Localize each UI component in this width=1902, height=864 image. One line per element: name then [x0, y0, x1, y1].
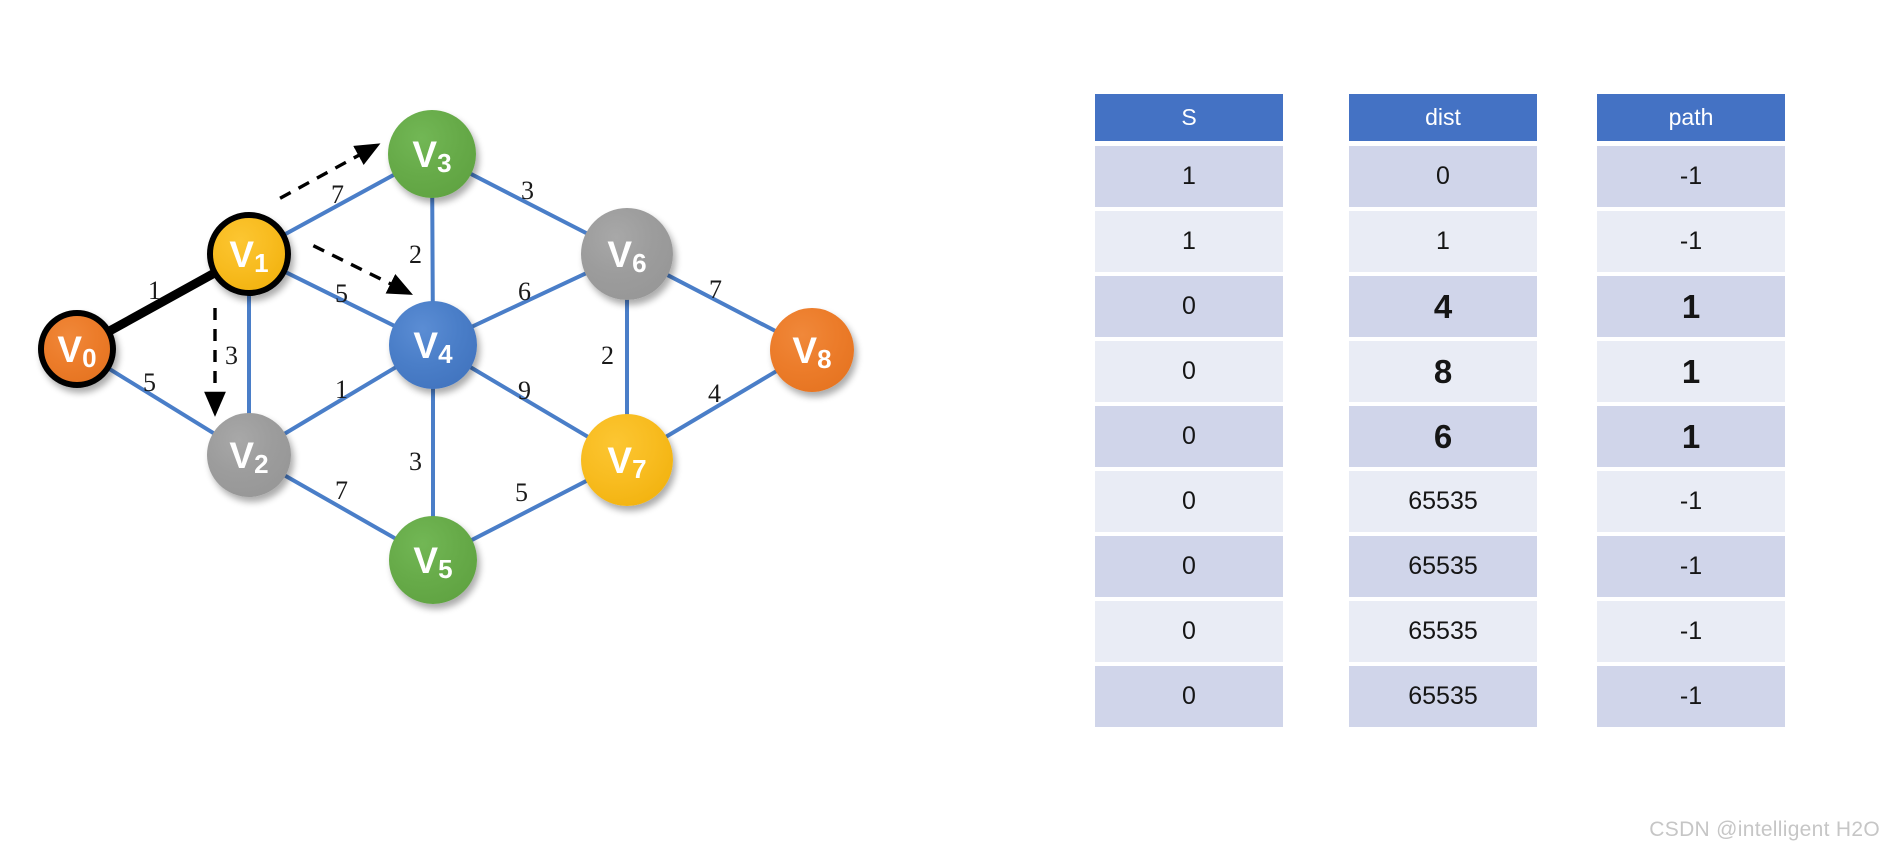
- table-cell-path-5: -1: [1597, 471, 1785, 532]
- table-cell-dist-5: 65535: [1349, 471, 1537, 532]
- table-cell-dist-1: 1: [1349, 211, 1537, 272]
- table-cell-path-8: -1: [1597, 666, 1785, 727]
- edge-weight-v1-v4: 5: [335, 279, 348, 308]
- edge-v0-v2: [105, 365, 218, 437]
- edge-weight-v3-v6: 3: [521, 176, 534, 205]
- node-label: V: [607, 233, 633, 275]
- table-cell-S-8: 0: [1095, 666, 1283, 727]
- node-index: 5: [438, 554, 453, 584]
- table-cell-path-1: -1: [1597, 211, 1785, 272]
- table-cell-path-3: 1: [1597, 341, 1785, 402]
- node-index: 4: [438, 339, 453, 369]
- table-cell-path-7: -1: [1597, 601, 1785, 662]
- edge-v2-v4: [280, 364, 400, 437]
- edge-weight-v0-v2: 5: [143, 368, 156, 397]
- edge-weight-v1-v3: 7: [331, 180, 344, 209]
- table-cell-S-7: 0: [1095, 601, 1283, 662]
- column-header-S: S: [1095, 94, 1283, 141]
- node-label: V: [792, 329, 818, 371]
- node-label: V: [607, 439, 633, 481]
- table-cell-S-5: 0: [1095, 471, 1283, 532]
- edge-layer: [104, 143, 781, 544]
- edge-weight-v6-v7: 2: [601, 341, 614, 370]
- table-cell-dist-4: 6: [1349, 406, 1537, 467]
- edge-weight-v2-v5: 7: [335, 476, 348, 505]
- edge-weight-v7-v8: 4: [708, 379, 721, 408]
- edge-v1-v3: [281, 171, 399, 238]
- node-index: 6: [632, 248, 647, 278]
- edge-weight-v5-v7: 5: [515, 478, 528, 507]
- table-cell-dist-7: 65535: [1349, 601, 1537, 662]
- edge-weight-v4-v7: 9: [518, 376, 531, 405]
- table-cell-dist-0: 0: [1349, 146, 1537, 207]
- column-header-dist: dist: [1349, 94, 1537, 141]
- table-cell-S-3: 0: [1095, 341, 1283, 402]
- edge-v4-v6: [468, 270, 591, 330]
- table-cell-S-4: 0: [1095, 406, 1283, 467]
- node-index: 1: [254, 248, 269, 278]
- edge-v2-v5: [280, 472, 400, 542]
- edge-v5-v7: [467, 477, 591, 544]
- relax-arrow-v1-v3: [279, 143, 381, 200]
- column-header-path: path: [1597, 94, 1785, 141]
- node-label: V: [413, 324, 439, 366]
- edge-weight-v3-v4: 2: [409, 240, 422, 269]
- table-cell-dist-6: 65535: [1349, 536, 1537, 597]
- node-index: 8: [817, 344, 832, 374]
- edge-v1-v4: [281, 269, 399, 329]
- table-cell-dist-3: 8: [1349, 341, 1537, 402]
- table-cell-dist-2: 4: [1349, 276, 1537, 337]
- node-label: V: [229, 233, 255, 275]
- node-index: 0: [82, 343, 97, 373]
- edge-v7-v8: [661, 367, 781, 441]
- table-cell-dist-8: 65535: [1349, 666, 1537, 727]
- node-label: V: [229, 434, 255, 476]
- table-cell-S-1: 1: [1095, 211, 1283, 272]
- table-cell-path-2: 1: [1597, 276, 1785, 337]
- edge-weight-v4-v6: 6: [518, 277, 531, 306]
- node-label: V: [57, 328, 83, 370]
- edge-v4-v7: [466, 363, 593, 441]
- node-index: 2: [254, 449, 269, 479]
- edge-v0-v1: [104, 268, 220, 337]
- table-cell-path-0: -1: [1597, 146, 1785, 207]
- edge-weight-v1-v2: 3: [225, 341, 238, 370]
- relax-arrow-v1-v4: [312, 244, 413, 295]
- table-cell-S-6: 0: [1095, 536, 1283, 597]
- watermark: CSDN @intelligent H2O: [1649, 818, 1880, 841]
- edge-weight-v4-v5: 3: [409, 447, 422, 476]
- node-label: V: [412, 133, 438, 175]
- edge-v6-v8: [663, 271, 780, 335]
- node-index: 7: [632, 454, 647, 484]
- table-cell-path-4: 1: [1597, 406, 1785, 467]
- edge-v3-v6: [466, 170, 591, 237]
- table-cell-S-0: 1: [1095, 146, 1283, 207]
- table-cell-S-2: 0: [1095, 276, 1283, 337]
- edge-weight-v2-v4: 1: [335, 375, 348, 404]
- edge-weight-v6-v8: 7: [709, 275, 722, 304]
- node-label: V: [413, 539, 439, 581]
- node-index: 3: [437, 148, 452, 178]
- edge-v3-v4: [430, 192, 435, 307]
- edge-weight-v0-v1: 1: [148, 276, 161, 305]
- table-cell-path-6: -1: [1597, 536, 1785, 597]
